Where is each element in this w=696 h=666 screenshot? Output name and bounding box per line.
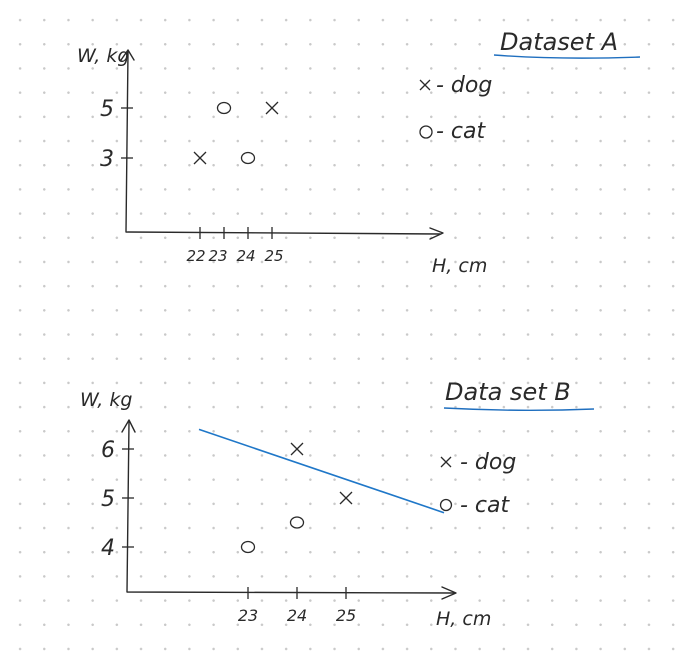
- chart-a-axes: [125, 51, 441, 235]
- y-tick-label: 5: [100, 97, 114, 122]
- y-tick-label: 3: [100, 147, 114, 172]
- chart-a-x-label: H, cm: [432, 255, 487, 277]
- y-tick-label: 4: [101, 536, 115, 561]
- point-dog: [290, 442, 304, 456]
- chart-a-legend-dog-icon: [419, 79, 431, 91]
- point-dog: [265, 101, 279, 115]
- chart-a-y-label: W, kg: [77, 45, 129, 67]
- chart-b-legend: - dog - cat: [439, 450, 516, 518]
- chart-b-decision-boundary: [198, 428, 445, 514]
- x-tick-label: 24: [236, 247, 255, 265]
- chart-b-ticks: 23 24 25 6 5 4: [101, 438, 356, 625]
- y-tick-label: 6: [101, 438, 115, 463]
- x-tick-label: 22: [186, 247, 205, 265]
- chart-b-y-arrow: [121, 419, 136, 433]
- chart-a-title: Dataset A: [500, 28, 618, 56]
- chart-a-legend-cat-label: - cat: [436, 119, 487, 144]
- chart-a-title-underline: [493, 54, 641, 59]
- point-cat: [289, 516, 305, 529]
- x-tick-label: 24: [287, 606, 307, 625]
- point-cat: [240, 151, 256, 165]
- chart-a-marks: [193, 101, 279, 165]
- chart-b-title-underline: [443, 407, 595, 411]
- chart-a-legend-dog-label: - dog: [436, 73, 492, 98]
- chart-b-y-label: W, kg: [80, 389, 132, 411]
- point-dog: [339, 491, 353, 505]
- x-tick-label: 23: [208, 247, 227, 265]
- x-tick-label: 23: [238, 606, 258, 625]
- chart-b-marks: [240, 442, 353, 554]
- chart-a-legend: - dog - cat: [419, 73, 492, 144]
- point-cat: [240, 540, 256, 554]
- y-tick-label: 5: [101, 487, 115, 512]
- chart-b-title: Data set B: [445, 378, 571, 406]
- chart-b-legend-dog-icon: [440, 456, 452, 468]
- x-tick-label: 25: [336, 606, 356, 625]
- chart-a-x-arrow: [429, 227, 444, 240]
- chart-b-x-label: H, cm: [436, 608, 491, 630]
- chart-b-legend-cat-label: - cat: [460, 493, 511, 518]
- chart-b-axes: [126, 421, 456, 594]
- point-dog: [193, 151, 207, 165]
- chart-b-legend-dog-label: - dog: [460, 450, 516, 475]
- point-cat: [216, 101, 232, 115]
- chart-b: Data set B W, kg H, cm 23 24 25 6 5 4 - dog -…: [80, 378, 595, 630]
- chart-b-legend-cat-icon: [439, 498, 453, 512]
- chart-a-y-arrow: [120, 49, 135, 61]
- x-tick-label: 25: [264, 247, 283, 265]
- chart-a-legend-cat-icon: [419, 125, 433, 139]
- chart-b-x-arrow: [441, 586, 457, 600]
